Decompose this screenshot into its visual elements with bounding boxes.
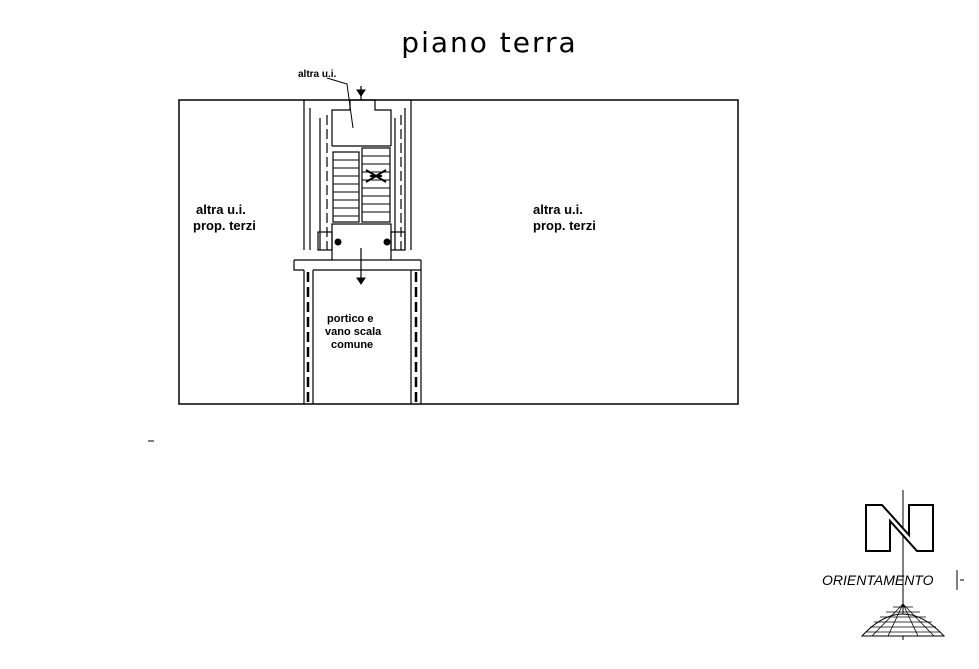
label-stair-unit: altra u.i. xyxy=(298,69,337,80)
orientation-caption: ORIENTAMENTO xyxy=(822,572,934,588)
label-portico-1: portico e xyxy=(327,313,373,325)
entrance-arrows xyxy=(334,86,391,285)
drawing-title: piano terra xyxy=(401,26,578,59)
building-outline xyxy=(178,99,739,405)
label-left-unit-2: prop. terzi xyxy=(193,218,256,233)
label-right-unit-1: altra u.i. xyxy=(533,202,583,217)
north-arrow: ORIENTAMENTO N xyxy=(0,0,964,640)
north-letter: N xyxy=(0,0,1,1)
north-letter-icon xyxy=(865,504,934,552)
leader-line xyxy=(326,77,354,129)
stair-core xyxy=(293,99,422,271)
stair-treads xyxy=(333,155,390,217)
label-portico-2: vano scala xyxy=(325,326,382,338)
label-right-unit-2: prop. terzi xyxy=(533,218,596,233)
label-left-unit-1: altra u.i. xyxy=(196,202,246,217)
portico-corridor xyxy=(303,269,422,404)
label-portico-3: comune xyxy=(331,339,373,351)
